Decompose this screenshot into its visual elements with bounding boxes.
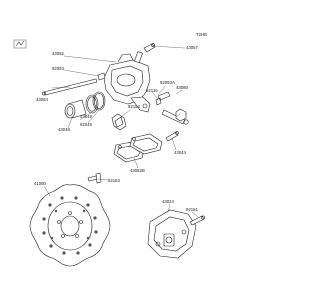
label-cap-bolt: 92154 [128, 104, 141, 109]
label-clip: 43044 [174, 150, 187, 155]
label-spring: 92116 [146, 88, 158, 93]
boot-part [97, 72, 106, 81]
pin-bolt-part [157, 91, 189, 125]
disc-bolt-part [87, 172, 102, 184]
leader-lines [43, 45, 199, 218]
seal-inner-part [92, 91, 106, 111]
label-piston: 43048 [58, 127, 71, 132]
label-boot: 92093 [52, 66, 65, 71]
brake-disc [29, 184, 111, 267]
caliper-bracket [147, 209, 197, 259]
label-pin: 43064 [36, 97, 49, 102]
rear-brake-exploded-diagram: T2HB [13, 32, 207, 267]
clip-part [165, 131, 179, 142]
label-pad-spring: 92093A [160, 80, 175, 85]
seal-outer-part [85, 94, 99, 114]
label-caliper-assembly: 43082 [52, 51, 65, 56]
caliper-body [103, 51, 151, 113]
bleeder-valve [143, 43, 156, 53]
label-bleeder-valve: 43057 [186, 45, 199, 50]
pin-part [42, 78, 98, 96]
bracket-bolt-part [189, 215, 205, 226]
pad-spring-part [111, 113, 127, 131]
brand-logo [13, 39, 27, 49]
diagram-code: T2HB [196, 32, 207, 37]
label-seal-outer: 43049 [80, 114, 93, 119]
spring-part [155, 97, 162, 106]
label-seal-inner: 92049 [80, 122, 93, 127]
label-bracket: 43024 [162, 199, 175, 204]
piston-part [64, 99, 87, 119]
brake-pad-right [129, 133, 163, 155]
label-brake-pad-set: 43082B [130, 168, 145, 173]
label-brake-disc: 41080 [34, 181, 47, 186]
label-bracket-bolt: 92151 [186, 207, 199, 212]
label-pin-bolt: 43080 [176, 85, 189, 90]
label-disc-bolt: 92153 [108, 178, 121, 183]
